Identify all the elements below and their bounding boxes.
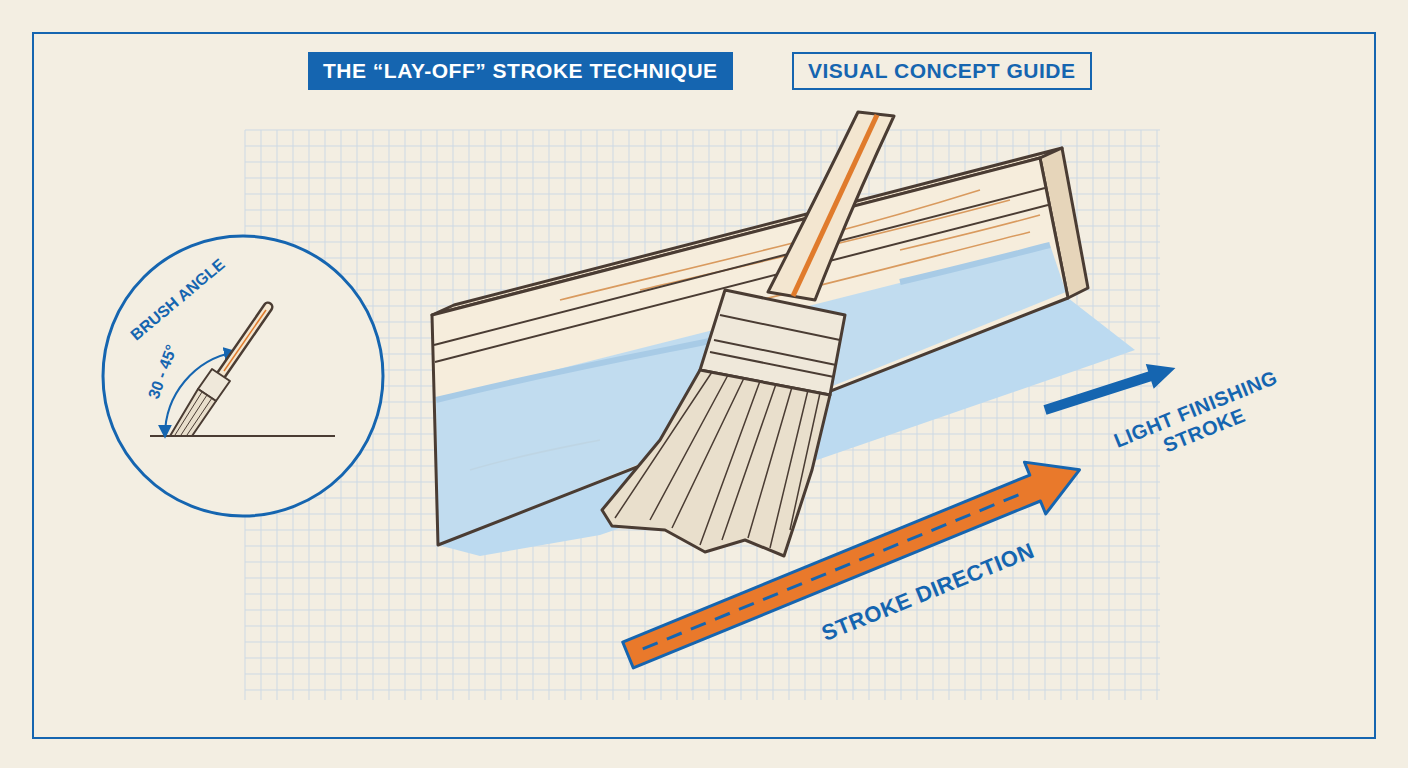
finish-label: LIGHT FINISHING STROKE xyxy=(1089,357,1310,482)
ferrule-band xyxy=(710,315,840,377)
grid-line xyxy=(421,130,422,700)
inset-outline xyxy=(101,234,385,518)
grid-line xyxy=(245,642,1160,643)
grid-line xyxy=(1077,130,1078,700)
bristle-lines xyxy=(615,372,820,548)
direction-label: STROKE DIRECTION xyxy=(818,538,1038,646)
brush-bristles xyxy=(602,370,830,556)
grid-line xyxy=(405,130,406,700)
grid-line xyxy=(245,594,1160,595)
grid-line xyxy=(245,690,1160,691)
grid-line xyxy=(1093,130,1094,700)
grid-line xyxy=(245,674,1160,675)
grid-line xyxy=(1125,130,1126,700)
paint-brush xyxy=(602,112,894,556)
grid-line xyxy=(1109,130,1110,700)
grid-paper xyxy=(245,130,1160,700)
inset-handle xyxy=(221,307,268,375)
subtitle-box: VISUAL CONCEPT GUIDE xyxy=(792,52,1092,90)
subtitle-text: VISUAL CONCEPT GUIDE xyxy=(794,54,1090,88)
grid-line xyxy=(245,146,1160,147)
inset-handle xyxy=(224,310,266,371)
brush-handle xyxy=(768,112,894,300)
angle-value: 30 - 45° xyxy=(145,342,182,401)
inset-bristles xyxy=(175,392,212,435)
inset-bristles xyxy=(170,389,216,436)
grid-line xyxy=(1141,130,1142,700)
brush-handle-stripe xyxy=(793,115,877,296)
inset-brush xyxy=(150,307,335,436)
angle-inset: BRUSH ANGLE30 - 45° xyxy=(101,234,385,518)
grid-line xyxy=(389,130,390,700)
inset-ground xyxy=(103,236,383,516)
grid-line xyxy=(245,130,1160,131)
title-banner: THE “LAY-OFF” STROKE TECHNIQUE xyxy=(308,52,733,90)
inset-heading: BRUSH ANGLE xyxy=(127,255,228,344)
grid-line xyxy=(245,578,1160,579)
inset-handle xyxy=(221,307,268,375)
stroke-arrow-body xyxy=(617,444,1090,681)
inset-circle xyxy=(103,236,383,516)
grid-line xyxy=(245,658,1160,659)
stroke-arrow xyxy=(617,444,1090,681)
page-frame xyxy=(33,33,1375,738)
